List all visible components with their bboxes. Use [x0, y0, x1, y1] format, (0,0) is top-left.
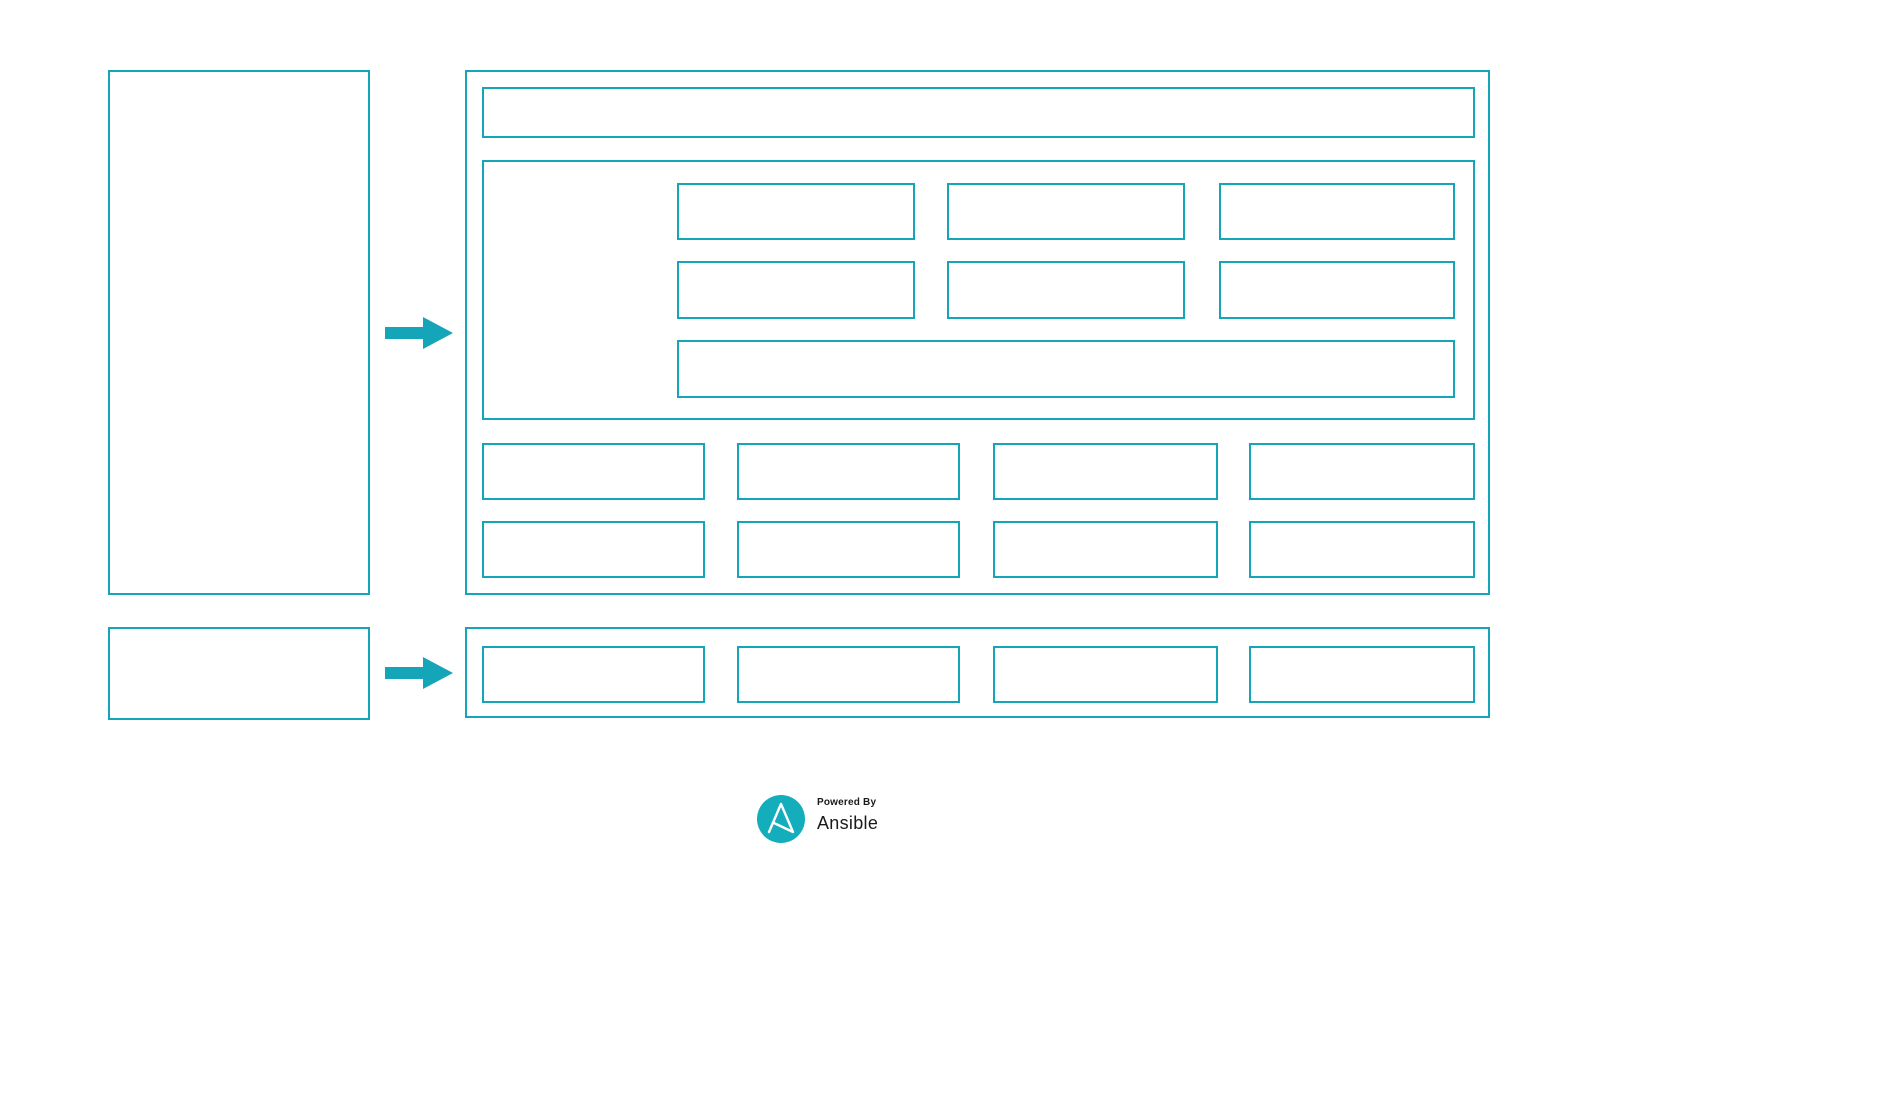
- powered-by-ansible: Powered By Ansible: [757, 795, 878, 843]
- ansible-logo-icon: [757, 795, 805, 843]
- left-tall-panel: [108, 70, 370, 595]
- mid-row-box-1: [482, 443, 705, 500]
- lower-row-box-1: [482, 521, 705, 578]
- footer-text: Powered By Ansible: [817, 795, 878, 833]
- bottom-row-box-2: [737, 646, 960, 703]
- group-box-4: [677, 261, 915, 319]
- bottom-container: [465, 627, 1490, 718]
- main-container: [465, 70, 1490, 595]
- lower-row-box-2: [737, 521, 960, 578]
- group-container: [482, 160, 1475, 420]
- mid-row-box-2: [737, 443, 960, 500]
- group-box-3: [1219, 183, 1455, 240]
- group-wide-box: [677, 340, 1455, 398]
- bottom-row-box-1: [482, 646, 705, 703]
- group-box-1: [677, 183, 915, 240]
- bottom-row-box-3: [993, 646, 1218, 703]
- group-box-5: [947, 261, 1185, 319]
- ansible-label: Ansible: [817, 813, 879, 833]
- lower-row-box-4: [1249, 521, 1475, 578]
- lower-row-box-3: [993, 521, 1218, 578]
- arrow-right-icon-top: [385, 317, 453, 349]
- mid-row-box-3: [993, 443, 1218, 500]
- mid-row-box-4: [1249, 443, 1475, 500]
- left-small-panel: [108, 627, 370, 720]
- powered-by-label: Powered By: [817, 797, 877, 808]
- header-bar: [482, 87, 1475, 138]
- bottom-row-box-4: [1249, 646, 1475, 703]
- arrow-right-icon-bottom: [385, 657, 453, 689]
- group-box-2: [947, 183, 1185, 240]
- group-box-6: [1219, 261, 1455, 319]
